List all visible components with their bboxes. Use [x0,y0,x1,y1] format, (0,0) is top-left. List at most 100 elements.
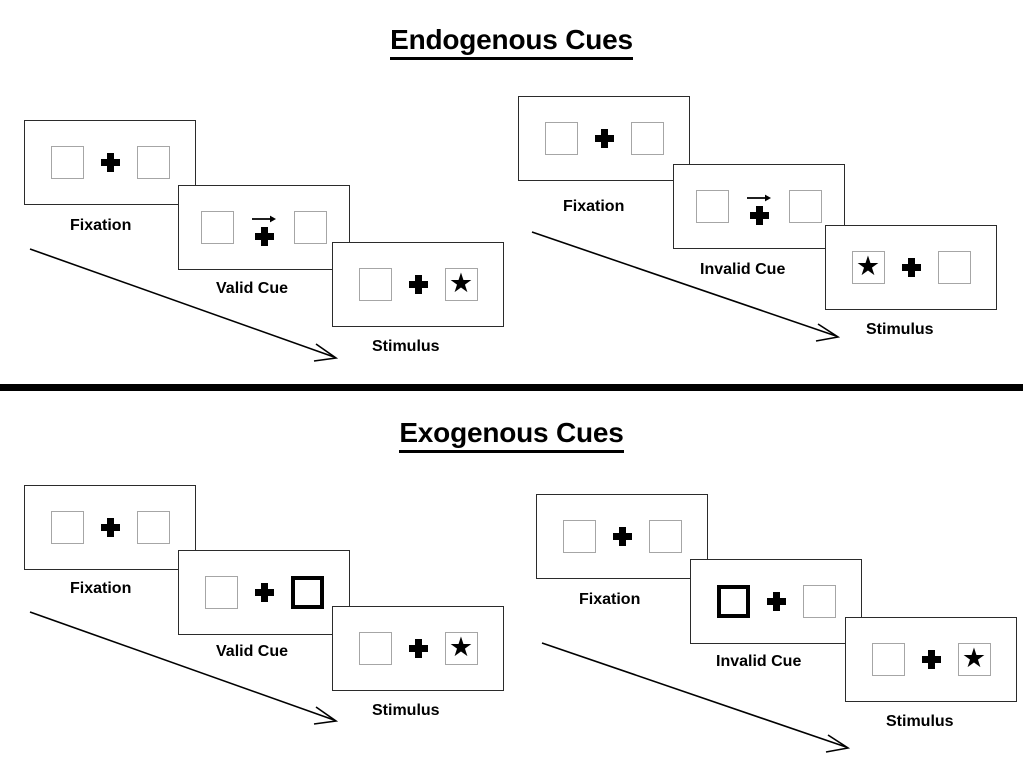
caption-exogenous-invalid-cue: Invalid Cue [716,653,802,670]
section-divider [0,384,1023,391]
caption-endogenous-valid-fixation: Fixation [70,217,132,234]
stimulus-row: ★ [851,250,971,286]
fixation-cross-icon [408,275,428,294]
caption-endogenous-valid-cue: Valid Cue [216,280,289,297]
stimulus-row [50,145,170,181]
left-box [358,632,392,665]
right-box [136,146,170,179]
fixation-cross-icon [901,258,921,277]
frame-endogenous-valid-fixation [24,120,196,205]
left-box [201,211,234,244]
right-box [136,511,170,544]
center-cue [612,519,632,555]
frame-endogenous-invalid-cue [673,164,845,249]
arrow-right-icon [252,215,276,222]
caption-endogenous-invalid-fixation: Fixation [563,198,625,215]
left-box [544,122,578,155]
fixation-cross-icon [100,153,120,172]
right-box [802,585,836,618]
star-icon: ★ [448,632,474,662]
right-box [789,190,822,223]
center-cue [594,121,614,157]
frame-exogenous-invalid-fixation [536,494,708,579]
center-cue [254,575,274,611]
fixation-cross-icon [766,592,786,611]
frame-content [519,97,689,180]
fixation-cross-icon [254,583,274,602]
caption-exogenous-invalid-stimulus: Stimulus [886,713,954,730]
section-title-exogenous: Exogenous Cues [0,417,1023,453]
stimulus-row [716,584,836,620]
section-title-endogenous: Endogenous Cues [0,24,1023,60]
center-cue [100,145,120,181]
caption-exogenous-valid-fixation: Fixation [70,580,132,597]
frame-endogenous-invalid-fixation [518,96,690,181]
center-cue [408,631,428,667]
left-box: ★ [851,251,885,284]
left-box [871,643,905,676]
stimulus-row [201,210,327,246]
frame-exogenous-invalid-stimulus: ★ [845,617,1017,702]
right-box: ★ [444,268,478,301]
frame-content [25,486,195,569]
frame-content [691,560,861,643]
frame-content: ★ [846,618,1016,701]
fixation-cross-icon [254,226,274,246]
stimulus-row [204,575,324,611]
fixation-cross-icon [408,639,428,658]
frame-content [179,186,349,269]
frame-exogenous-valid-fixation [24,485,196,570]
center-cue [251,210,277,246]
right-box [648,520,682,553]
stimulus-row: ★ [871,642,991,678]
frame-exogenous-invalid-cue [690,559,862,644]
frame-content [674,165,844,248]
frame-exogenous-valid-stimulus: ★ [332,606,504,691]
left-box [50,146,84,179]
center-cue [766,584,786,620]
stimulus-row [544,121,664,157]
arrow-right-icon [747,194,771,201]
frame-content [537,495,707,578]
right-box [937,251,971,284]
star-icon: ★ [855,251,881,281]
left-box [204,576,238,609]
star-icon: ★ [961,643,987,673]
stimulus-row [50,510,170,546]
fixation-cross-icon [921,650,941,669]
left-box-cued [716,585,750,618]
frame-endogenous-invalid-stimulus: ★ [825,225,997,310]
right-box [630,122,664,155]
center-cue [921,642,941,678]
star-icon: ★ [448,268,474,298]
center-cue [408,267,428,303]
fixation-cross-icon [100,518,120,537]
caption-exogenous-valid-cue: Valid Cue [216,643,289,660]
left-box [50,511,84,544]
right-box: ★ [957,643,991,676]
stimulus-row: ★ [358,631,478,667]
left-box [696,190,729,223]
left-box [562,520,596,553]
caption-exogenous-valid-stimulus: Stimulus [372,702,440,719]
right-box [294,211,327,244]
frame-endogenous-valid-cue [178,185,350,270]
fixation-cross-icon [594,129,614,148]
frame-content [179,551,349,634]
right-box-cued [290,576,324,609]
section-title-exogenous-text: Exogenous Cues [399,417,624,453]
frame-content: ★ [333,243,503,326]
right-box: ★ [444,632,478,665]
fixation-cross-icon [612,527,632,546]
stimulus-row [562,519,682,555]
center-cue [746,189,772,225]
caption-endogenous-invalid-cue: Invalid Cue [700,261,786,278]
left-box [358,268,392,301]
frame-content: ★ [333,607,503,690]
stimulus-row: ★ [358,267,478,303]
fixation-cross-icon [749,205,769,225]
frame-content: ★ [826,226,996,309]
center-cue [901,250,921,286]
frame-endogenous-valid-stimulus: ★ [332,242,504,327]
